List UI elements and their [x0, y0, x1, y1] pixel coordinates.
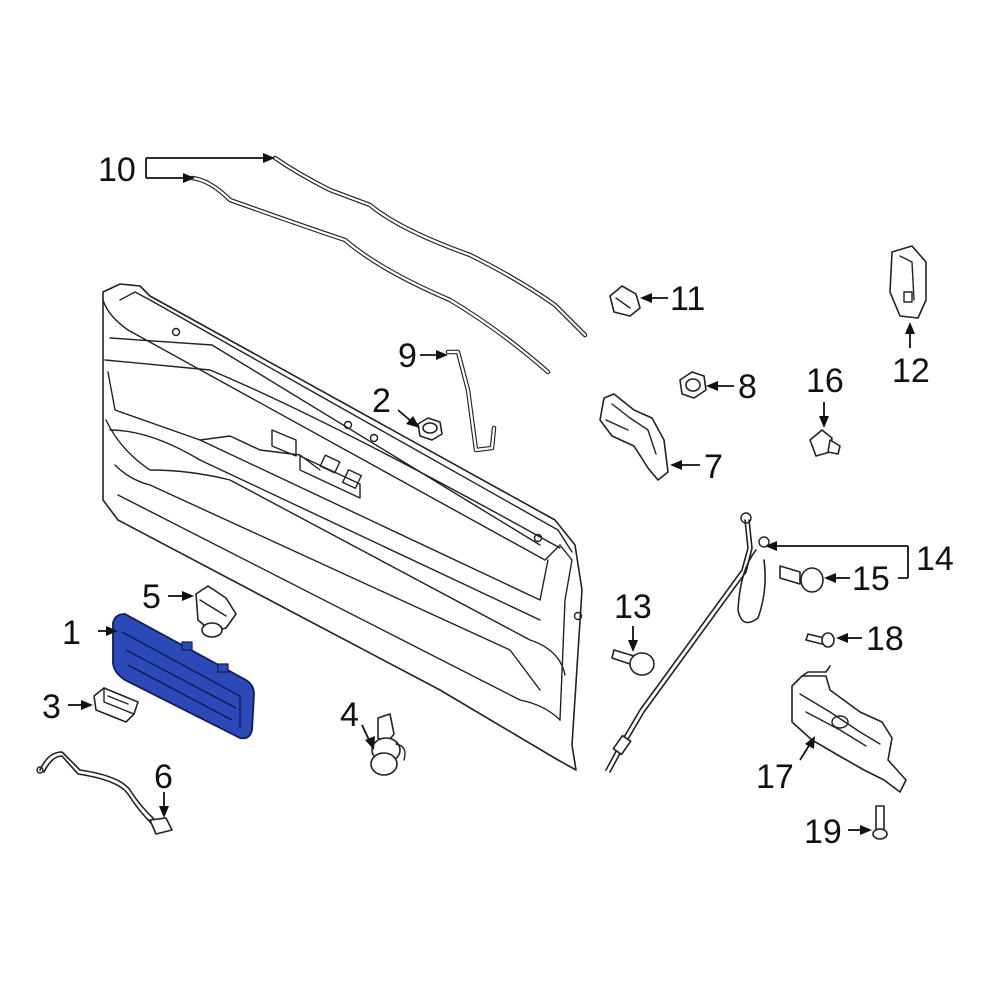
callout-8: 8: [738, 368, 757, 406]
callout-2: 2: [372, 382, 391, 420]
callout-11: 11: [670, 280, 705, 318]
callout-19: 19: [804, 813, 842, 851]
callout-4: 4: [340, 696, 359, 734]
part-16-bumper: [809, 429, 841, 457]
part-12-hinge: [889, 245, 927, 319]
callout-14: 14: [916, 540, 954, 578]
part-7-bracket: [599, 393, 669, 481]
callout-labels: 10 1 2 3 4 5 6 7 8 9 11 12 13 14 15 16 1…: [42, 151, 954, 851]
callout-13: 13: [614, 588, 652, 626]
callout-16: 16: [806, 362, 844, 400]
callout-17: 17: [756, 758, 794, 796]
part-9-rod: [445, 349, 497, 453]
callout-18: 18: [866, 620, 904, 658]
callout-10: 10: [98, 151, 136, 189]
callout-5: 5: [142, 578, 161, 616]
part-19-bolt: [872, 805, 888, 840]
callout-leaders: [68, 153, 915, 835]
callout-1: 1: [62, 614, 81, 652]
part-2-nut: [417, 417, 443, 441]
tailgate-panel: [102, 283, 583, 771]
part-18-screw: [805, 632, 835, 648]
part-15-pin: [779, 565, 824, 593]
callout-6: 6: [154, 758, 173, 796]
part-8-nut: [679, 371, 707, 399]
part-3-clip: [93, 687, 139, 723]
part-6-wire-harness: [36, 751, 173, 835]
part-17-latch: [791, 665, 907, 793]
part-11-clip: [609, 285, 641, 317]
part-4-switch: [370, 713, 406, 776]
part-5-camera: [195, 585, 237, 638]
callout-7: 7: [704, 448, 723, 486]
part-13-bolt: [611, 649, 655, 676]
part-10-release-rods: [189, 155, 588, 375]
part-1-tailgate-handle: [112, 613, 255, 740]
callout-9: 9: [398, 337, 417, 375]
callout-15: 15: [852, 560, 890, 598]
callout-12: 12: [892, 352, 930, 390]
part-14-cable: [605, 512, 770, 773]
callout-3: 3: [42, 688, 61, 726]
